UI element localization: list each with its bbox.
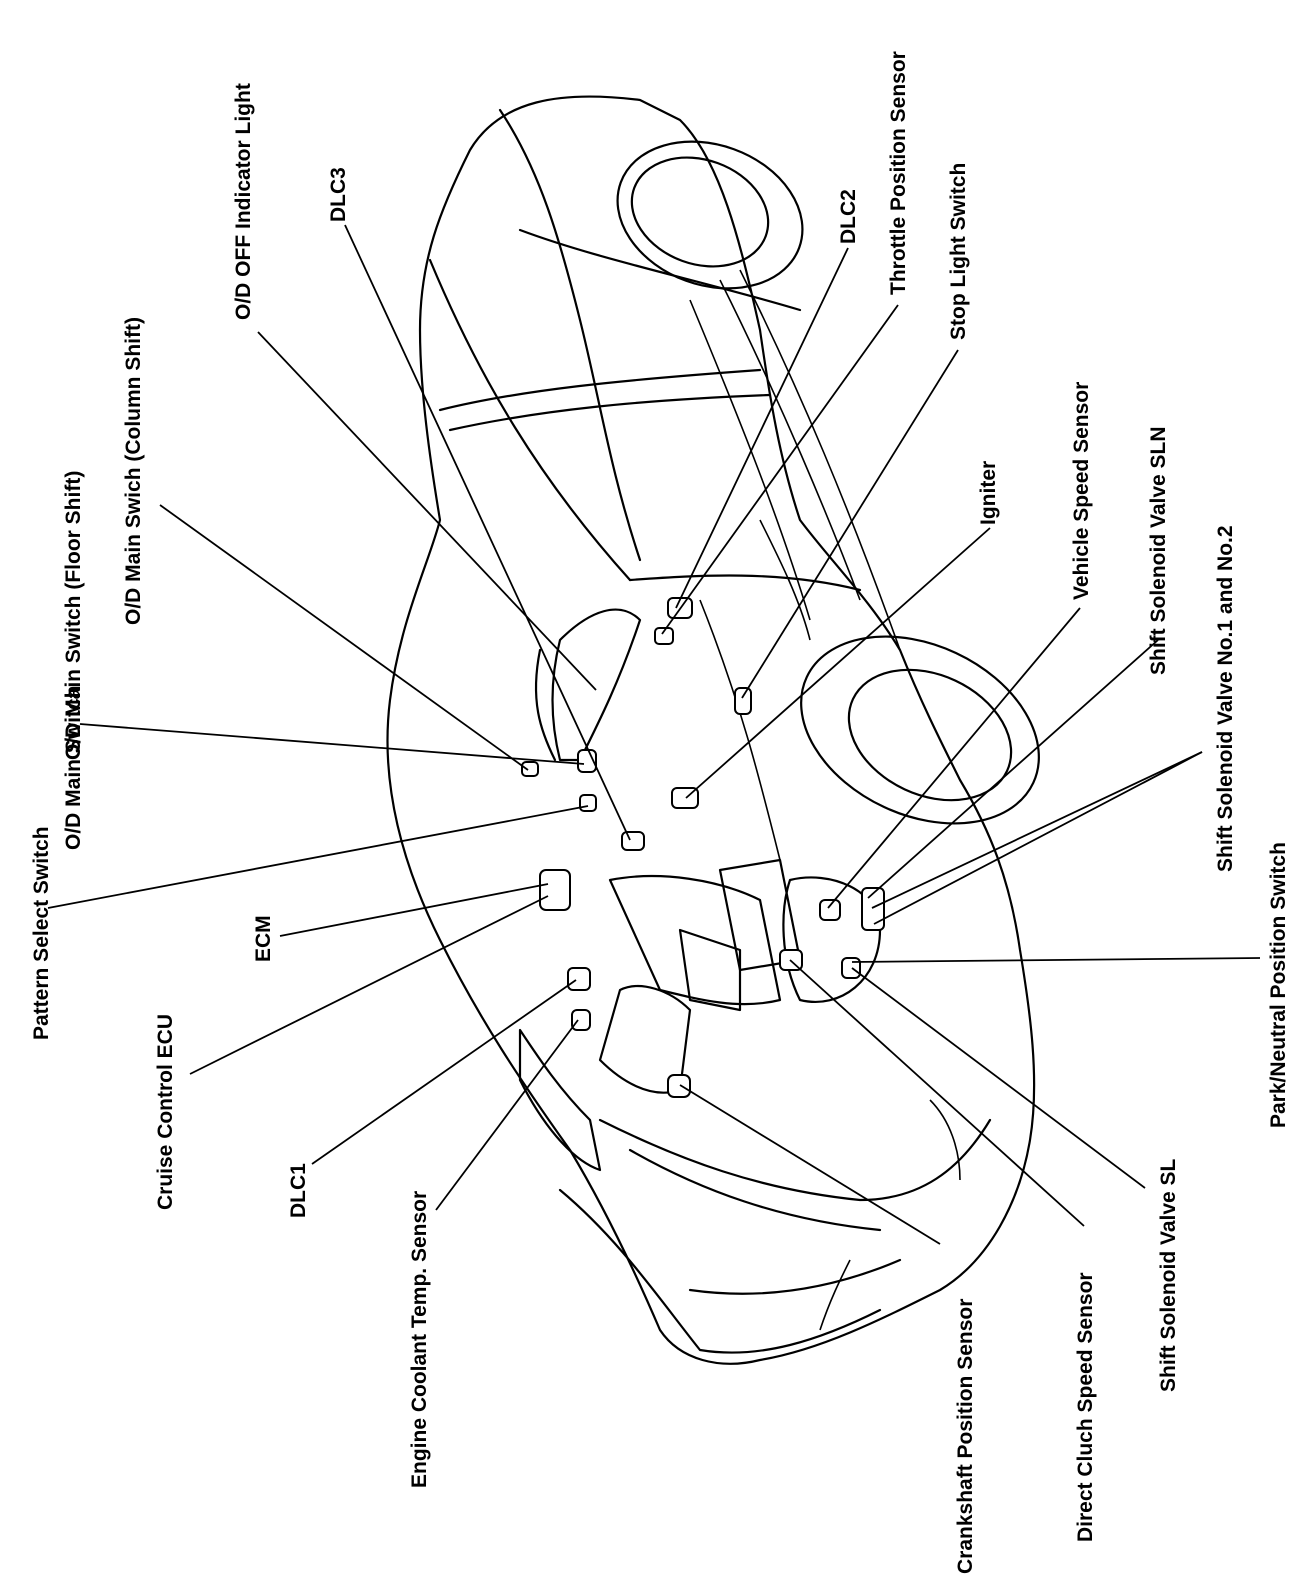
leader-direct-clutch-speed-sensor bbox=[789, 959, 1085, 1227]
leader-shift-solenoid-valve-no1-b bbox=[873, 751, 1203, 925]
label-od-main-switch-column: O/D Main Swich (Column Shift) bbox=[122, 317, 145, 625]
label-crankshaft-position-sensor: Crankshaft Position Sensor bbox=[954, 1299, 977, 1574]
pattern-select-switch-marker bbox=[579, 794, 597, 812]
label-dlc1: DLC1 bbox=[287, 1163, 310, 1218]
label-pattern-select-switch: Pattern Select Switch bbox=[30, 826, 53, 1040]
leader-throttle-position-sensor bbox=[661, 304, 899, 635]
leader-od-main-switch-column bbox=[159, 504, 529, 771]
leader-vehicle-speed-sensor bbox=[827, 607, 1081, 909]
throttle-position-sensor-marker bbox=[654, 627, 674, 645]
leader-engine-coolant-temp-sensor bbox=[435, 1019, 579, 1211]
label-od-main-switch: O/D Main Switch bbox=[62, 685, 85, 850]
leader-dlc1 bbox=[311, 979, 577, 1165]
vehicle-speed-sensor-marker bbox=[819, 899, 841, 921]
leader-park-neutral-position-switch bbox=[851, 957, 1261, 963]
label-shift-solenoid-valve-no1-no2: Shift Solenoid Valve No.1 and No.2 bbox=[1214, 525, 1237, 872]
label-ecm: ECM bbox=[252, 915, 275, 962]
leader-crankshaft-position-sensor bbox=[679, 1084, 941, 1245]
leader-dlc3 bbox=[344, 224, 631, 841]
leader-od-off-indicator-light bbox=[257, 331, 597, 691]
label-park-neutral-position-switch: Park/Neutral Position Switch bbox=[1267, 842, 1290, 1128]
label-throttle-position-sensor: Throttle Position Sensor bbox=[887, 51, 910, 295]
label-od-off-indicator-light: O/D OFF Indicator Light bbox=[232, 83, 255, 320]
label-shift-solenoid-valve-sln: Shift Solenoid Valve SLN bbox=[1147, 426, 1170, 675]
crankshaft-position-sensor-marker bbox=[667, 1074, 691, 1098]
label-igniter: Igniter bbox=[977, 461, 1000, 525]
shift-solenoid-valve-no1-no2-marker bbox=[861, 887, 885, 931]
component-markers bbox=[521, 597, 885, 1098]
stop-light-switch-marker bbox=[734, 687, 752, 715]
label-dlc2: DLC2 bbox=[837, 189, 860, 244]
leader-pattern-select-switch bbox=[47, 805, 589, 909]
label-engine-coolant-temp-sensor: Engine Coolant Temp. Sensor bbox=[408, 1191, 431, 1488]
engine-coolant-temp-sensor-marker bbox=[571, 1009, 591, 1031]
label-cruise-control-ecu: Cruise Control ECU bbox=[154, 1014, 177, 1210]
leader-dlc2 bbox=[675, 247, 849, 609]
label-direct-clutch-speed-sensor: Direct Cluch Speed Sensor bbox=[1074, 1272, 1097, 1542]
leader-igniter bbox=[685, 527, 991, 799]
leader-lines bbox=[47, 224, 1261, 1245]
leader-ecm bbox=[279, 883, 549, 937]
label-shift-solenoid-valve-sl: Shift Solenoid Valve SL bbox=[1157, 1158, 1180, 1392]
leader-stop-light-switch bbox=[741, 349, 959, 699]
label-vehicle-speed-sensor: Vehicle Speed Sensor bbox=[1070, 382, 1093, 600]
label-dlc3: DLC3 bbox=[327, 167, 350, 222]
leader-od-main-switch bbox=[79, 723, 585, 765]
shift-solenoid-valve-sl-marker bbox=[841, 957, 861, 979]
label-od-main-switch-floor: O/D Main Switch (Floor Shift) bbox=[62, 471, 85, 760]
leader-shift-solenoid-valve-sl bbox=[851, 967, 1146, 1189]
label-stop-light-switch: Stop Light Switch bbox=[947, 163, 970, 340]
leader-shift-solenoid-valve-no1-a bbox=[871, 751, 1203, 909]
od-main-switch-column-marker bbox=[521, 761, 539, 777]
dlc3-marker bbox=[621, 831, 645, 851]
dlc1-marker bbox=[567, 967, 591, 991]
leader-shift-solenoid-valve-sln bbox=[867, 639, 1159, 899]
leader-cruise-control-ecu bbox=[189, 895, 549, 1075]
labels: Pattern Select Switch O/D Main Switch O/… bbox=[30, 51, 1290, 1574]
ecm-marker bbox=[539, 869, 571, 911]
